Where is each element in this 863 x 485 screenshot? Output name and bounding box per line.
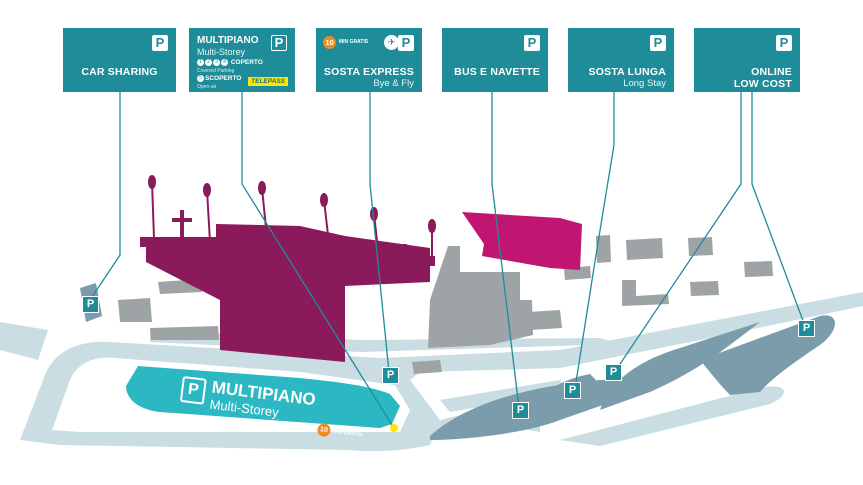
card-title-line2: LOW COST (733, 78, 792, 90)
building-magenta (462, 212, 582, 270)
card-sosta-express[interactable]: 10 MIN GRATIS ✈ P SOSTA EXPRESS Bye & Fl… (316, 28, 422, 92)
card-title: CAR SHARING (81, 66, 158, 78)
scoperto-note: Open-air (197, 84, 217, 90)
building-grey-6 (596, 235, 611, 263)
min-gratis-label: MIN GRATIS (332, 428, 363, 439)
card-car-sharing[interactable]: P CAR SHARING (63, 28, 176, 92)
card-title: SOSTA EXPRESS (323, 66, 414, 78)
telepass-badge: TELEPASS (248, 77, 288, 86)
lot-bus-navette (430, 378, 640, 440)
road-right-lower (560, 386, 784, 446)
marker-sosta-express[interactable]: P (382, 367, 399, 384)
marker-bus-navette[interactable]: P (512, 402, 529, 419)
card-subtitle: Long Stay (623, 78, 666, 89)
building-grey-9 (622, 280, 669, 306)
parking-icon: P (179, 376, 207, 405)
building-grey-8 (688, 237, 713, 256)
card-online-low-cost[interactable]: P ONLINE LOW COST (694, 28, 800, 92)
min-gratis-label: MIN GRATIS (339, 39, 369, 45)
building-grey-7 (626, 238, 663, 260)
terminal-arm-right (345, 256, 435, 266)
jet-bridges (148, 175, 436, 256)
card-bus-navette[interactable]: P BUS E NAVETTE (442, 28, 548, 92)
parking-icon: P (271, 35, 287, 51)
card-title: MULTIPIANO (197, 35, 259, 46)
parking-icon: P (524, 35, 540, 51)
building-grey-main (428, 246, 533, 348)
building-grey-12 (744, 261, 773, 277)
marker-low-cost[interactable]: P (798, 320, 815, 337)
building-grey-1 (118, 298, 152, 322)
marker-car-sharing[interactable]: P (82, 296, 99, 313)
lot-sosta-lunga-2 (600, 322, 760, 410)
building-grey-11 (564, 266, 591, 280)
card-title: BUS E NAVETTE (454, 66, 540, 78)
card-title: ONLINE (751, 66, 792, 78)
parking-icon: P (398, 35, 414, 51)
card-subtitle: Multi-Storey (197, 47, 246, 57)
ten-min-badge: 10 (323, 36, 336, 49)
road-left-strip (0, 322, 48, 360)
building-grey-5 (412, 360, 442, 374)
building-grey-3 (150, 326, 219, 340)
parking-icon: P (152, 35, 168, 51)
parking-icon: P (650, 35, 666, 51)
parking-icon: P (776, 35, 792, 51)
road-right-mid (440, 380, 565, 412)
terminal-arm-left (140, 237, 230, 247)
building-grey-4 (528, 310, 562, 330)
coperto-note: Covered Parking (197, 68, 235, 74)
card-sosta-lunga[interactable]: P SOSTA LUNGA Long Stay (568, 28, 674, 92)
lot-multipiano (126, 366, 400, 428)
leader-lines (89, 92, 806, 426)
card-subtitle: Bye & Fly (373, 78, 414, 89)
building-grey-10 (690, 281, 719, 296)
marker-sosta-lunga-1[interactable]: P (564, 382, 581, 399)
marker-sosta-lunga-2[interactable]: P (605, 364, 622, 381)
aircraft-stands (172, 210, 414, 276)
multipiano-entrance-dot (390, 424, 398, 432)
plane-icon: ✈ (384, 35, 399, 50)
card-title: SOSTA LUNGA (588, 66, 666, 78)
ten-min-badge: 10 (316, 422, 332, 438)
